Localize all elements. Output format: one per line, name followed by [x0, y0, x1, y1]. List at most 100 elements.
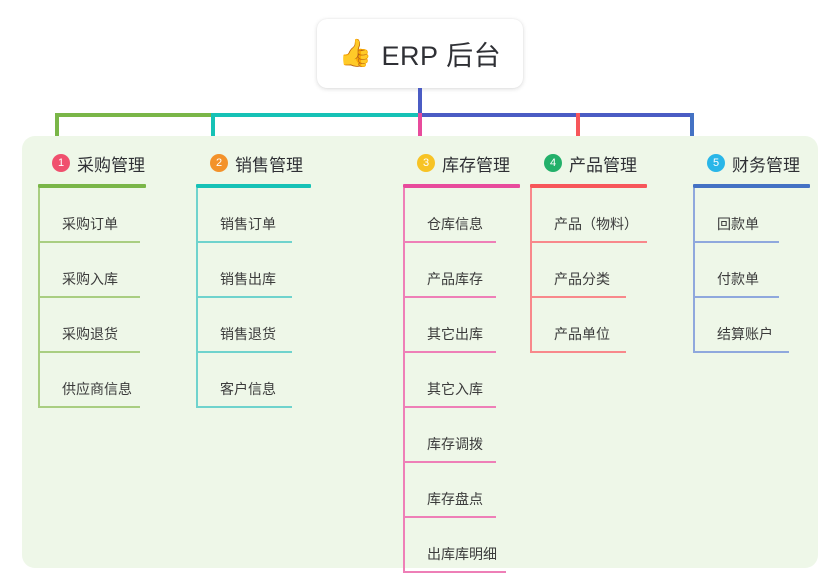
item-label: 产品（物料）	[554, 216, 638, 232]
branch-header-2[interactable]: 2 销售管理	[196, 148, 356, 178]
item-label: 库存调拨	[427, 436, 483, 452]
item-label: 仓库信息	[427, 216, 483, 232]
item-rule	[403, 296, 496, 298]
list-item[interactable]: 采购入库	[38, 243, 198, 298]
item-rule	[530, 296, 626, 298]
root-node[interactable]: 👍 ERP 后台	[317, 19, 523, 88]
item-label: 采购订单	[62, 216, 118, 232]
item-rule	[403, 351, 496, 353]
branch-title-4: 产品管理	[569, 155, 637, 175]
item-label: 其它入库	[427, 381, 483, 397]
branch-header-rule-2	[196, 184, 311, 188]
item-rule	[693, 351, 789, 353]
branch-spine-3	[403, 188, 405, 573]
branch-header-rule-4	[530, 184, 647, 188]
item-rule	[403, 461, 496, 463]
drop-connector-3	[418, 113, 422, 150]
branch-badge-2: 2	[210, 154, 228, 172]
item-rule	[403, 241, 496, 243]
list-item[interactable]: 库存盘点	[403, 463, 573, 518]
list-item[interactable]: 供应商信息	[38, 353, 198, 408]
branch-badge-1: 1	[52, 154, 70, 172]
list-item[interactable]: 仓库信息	[403, 188, 573, 243]
item-label: 产品单位	[554, 326, 610, 342]
item-rule	[196, 296, 292, 298]
item-label: 其它出库	[427, 326, 483, 342]
item-rule	[693, 296, 779, 298]
item-rule	[38, 296, 140, 298]
item-label: 采购退货	[62, 326, 118, 342]
branch-column-1: 1 采购管理 采购订单 采购入库 采购退货 供应商信息	[38, 148, 198, 408]
drop-connector-5	[690, 113, 694, 150]
item-rule	[693, 241, 779, 243]
item-rule	[196, 351, 292, 353]
item-rule	[38, 406, 140, 408]
item-label: 产品库存	[427, 271, 483, 287]
list-item[interactable]: 出库库明细	[403, 518, 573, 573]
root-title: ERP 后台	[381, 41, 502, 71]
drop-connector-1	[55, 113, 59, 150]
bus-segment-green	[55, 113, 213, 117]
branch-title-3: 库存管理	[442, 155, 510, 175]
list-item[interactable]: 采购退货	[38, 298, 198, 353]
item-label: 销售退货	[220, 326, 276, 342]
list-item[interactable]: 客户信息	[196, 353, 356, 408]
item-label: 客户信息	[220, 381, 276, 397]
branch-header-3[interactable]: 3 库存管理	[403, 148, 573, 178]
list-item[interactable]: 销售订单	[196, 188, 356, 243]
item-rule	[38, 241, 140, 243]
item-rule	[403, 516, 496, 518]
branch-spine-5	[693, 188, 695, 353]
branch-column-5: 5 财务管理 回款单 付款单 结算账户	[693, 148, 828, 353]
item-label: 产品分类	[554, 271, 610, 287]
branch-title-2: 销售管理	[235, 155, 303, 175]
drop-connector-4	[576, 113, 580, 150]
item-rule	[196, 241, 292, 243]
item-label: 出库库明细	[427, 546, 497, 562]
branch-header-rule-5	[693, 184, 810, 188]
item-label: 结算账户	[717, 326, 773, 342]
drop-connector-2	[211, 113, 215, 150]
list-item[interactable]: 库存调拨	[403, 408, 573, 463]
branch-items-5: 回款单 付款单 结算账户	[693, 188, 828, 353]
item-rule	[403, 571, 506, 573]
branch-badge-5: 5	[707, 154, 725, 172]
branch-column-4: 4 产品管理 产品（物料） 产品分类 产品单位	[530, 148, 705, 353]
list-item[interactable]: 其它出库	[403, 298, 573, 353]
item-label: 销售订单	[220, 216, 276, 232]
branch-items-4: 产品（物料） 产品分类 产品单位	[530, 188, 705, 353]
list-item[interactable]: 付款单	[693, 243, 828, 298]
item-rule	[38, 351, 140, 353]
thumbs-up-icon: 👍	[338, 38, 373, 68]
list-item[interactable]: 产品库存	[403, 243, 573, 298]
branch-badge-4: 4	[544, 154, 562, 172]
bus-segment-teal	[211, 113, 420, 117]
list-item[interactable]: 采购订单	[38, 188, 198, 243]
branch-header-rule-3	[403, 184, 520, 188]
branch-spine-2	[196, 188, 198, 408]
branch-header-4[interactable]: 4 产品管理	[530, 148, 705, 178]
list-item[interactable]: 回款单	[693, 188, 828, 243]
branch-items-3: 仓库信息 产品库存 其它出库 其它入库 库存调拨 库存盘点	[403, 188, 573, 573]
branch-items-1: 采购订单 采购入库 采购退货 供应商信息	[38, 188, 198, 408]
branch-spine-1	[38, 188, 40, 408]
list-item[interactable]: 结算账户	[693, 298, 828, 353]
branch-column-2: 2 销售管理 销售订单 销售出库 销售退货 客户信息	[196, 148, 356, 408]
item-rule	[196, 406, 292, 408]
list-item[interactable]: 产品（物料）	[530, 188, 705, 243]
root-stem-connector	[418, 88, 422, 115]
item-label: 付款单	[717, 271, 759, 287]
item-rule	[530, 241, 647, 243]
branch-spine-4	[530, 188, 532, 353]
branch-badge-3: 3	[417, 154, 435, 172]
list-item[interactable]: 其它入库	[403, 353, 573, 408]
list-item[interactable]: 销售退货	[196, 298, 356, 353]
item-label: 库存盘点	[427, 491, 483, 507]
branch-header-5[interactable]: 5 财务管理	[693, 148, 828, 178]
list-item[interactable]: 产品分类	[530, 243, 705, 298]
list-item[interactable]: 产品单位	[530, 298, 705, 353]
list-item[interactable]: 销售出库	[196, 243, 356, 298]
item-label: 采购入库	[62, 271, 118, 287]
branch-header-1[interactable]: 1 采购管理	[38, 148, 198, 178]
item-label: 销售出库	[220, 271, 276, 287]
